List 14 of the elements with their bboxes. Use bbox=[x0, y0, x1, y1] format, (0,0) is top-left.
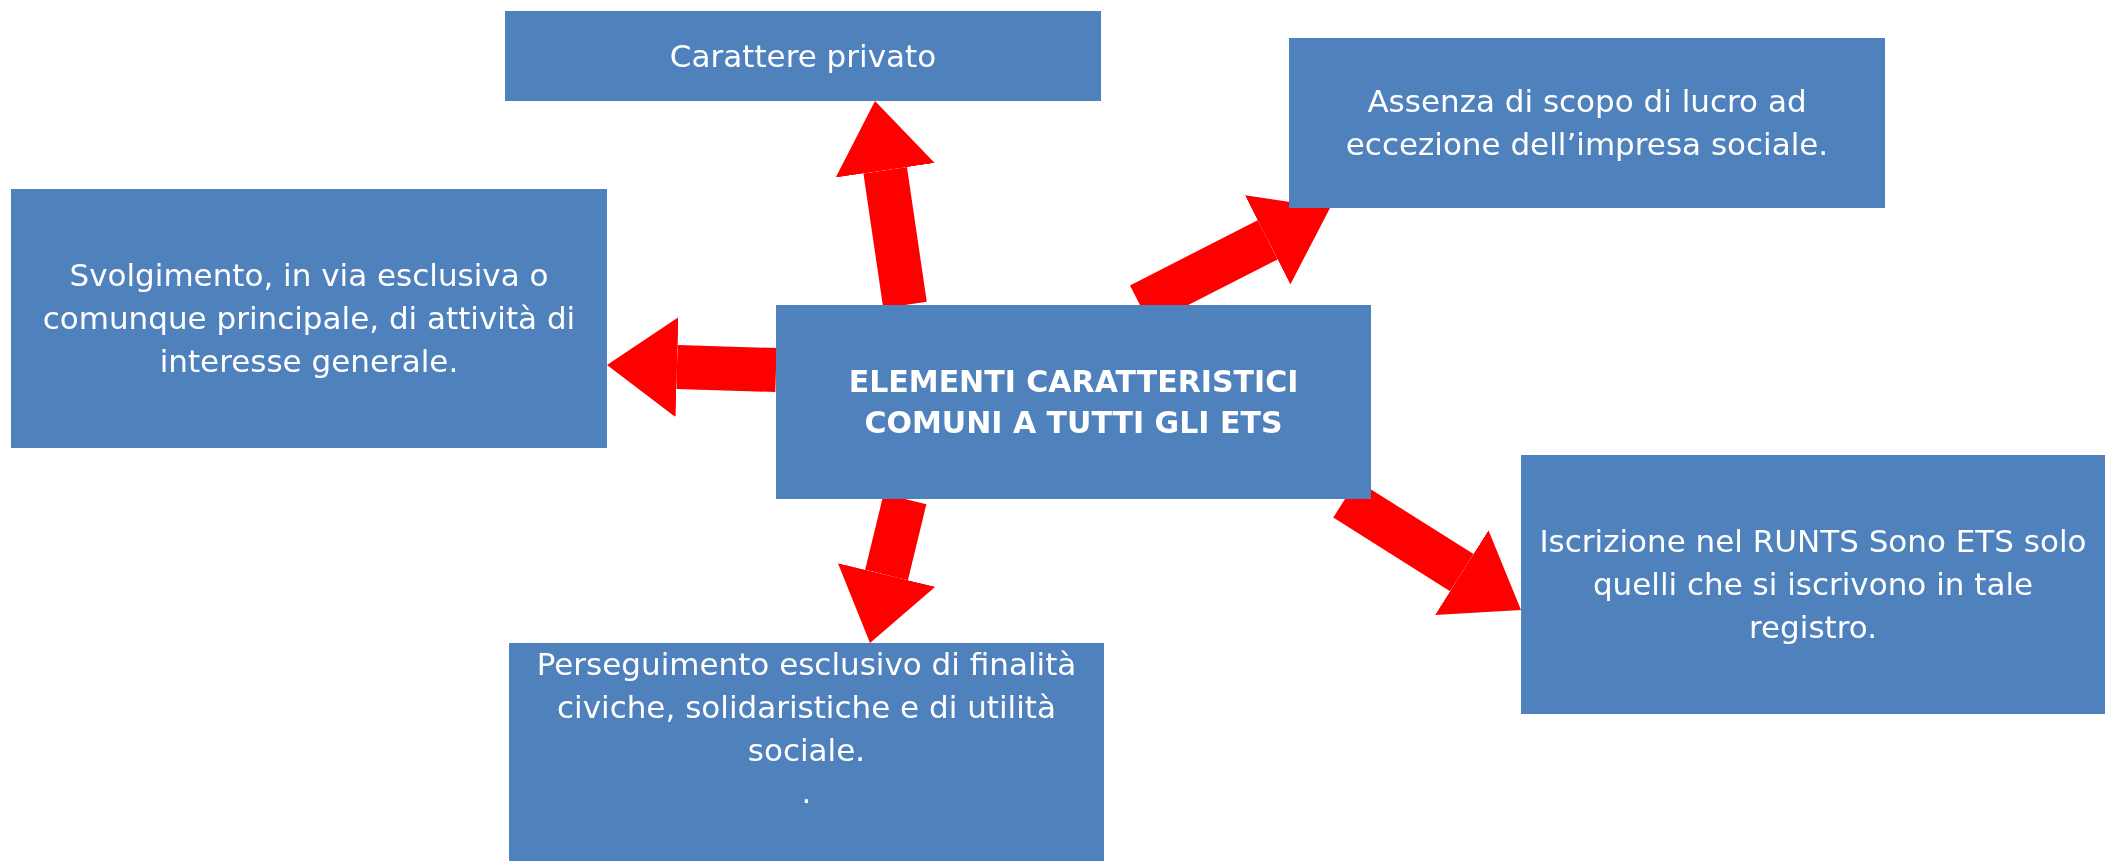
box-text: Carattere privato bbox=[669, 36, 937, 76]
box-text: . bbox=[801, 773, 812, 813]
box-text: Svolgimento, in via esclusiva o comunque principale, di attività di interesse generale. bbox=[41, 256, 577, 381]
feature-box bbox=[505, 11, 1101, 101]
feature-box bbox=[11, 189, 607, 448]
box-text: Perseguimento esclusivo di finalità civiche, solidaristiche e di utilità sociale. bbox=[535, 645, 1078, 770]
feature-box bbox=[1289, 38, 1885, 208]
central-box bbox=[776, 305, 1371, 499]
block-arrow bbox=[607, 317, 777, 418]
box-text: Assenza di scopo di lucro ad eccezione dell’impresa sociale. bbox=[1344, 82, 1830, 164]
box-text: Iscrizione nel RUNTS Sono ETS solo quelli che si iscrivono in tale registro. bbox=[1538, 522, 2088, 647]
box-text: ELEMENTI CARATTERISTICI COMUNI A TUTTI GLI ETS bbox=[847, 362, 1300, 442]
feature-box bbox=[509, 643, 1104, 861]
feature-box bbox=[1521, 455, 2105, 714]
